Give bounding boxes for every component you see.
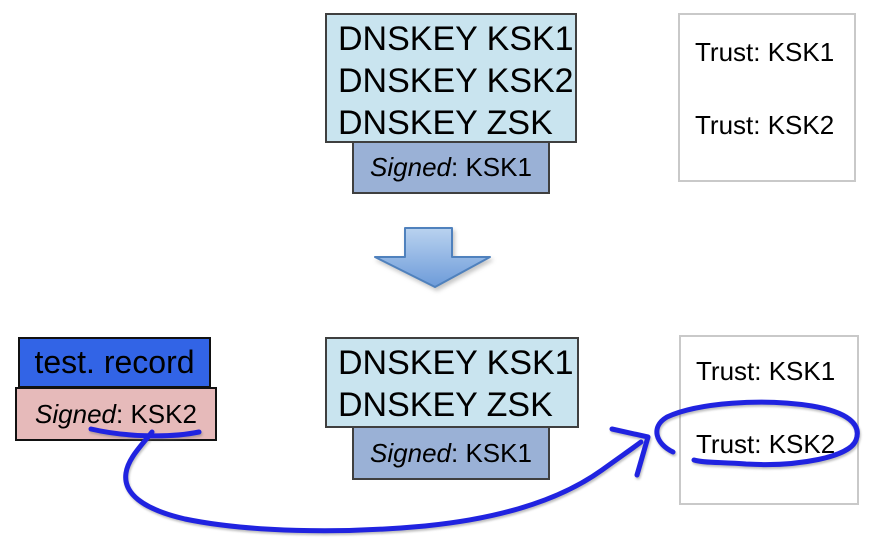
top-signed-box: Signed: KSK1 (352, 141, 550, 194)
record-label: test. record (34, 344, 195, 380)
dnskey-line: DNSKEY KSK1 (338, 20, 574, 58)
signed-label-value: : KSK2 (116, 398, 197, 429)
record-signed-box: Signed: KSK2 (15, 387, 217, 441)
top-dnskey-box: DNSKEY KSK1 DNSKEY KSK2 DNSKEY ZSK (325, 13, 577, 143)
dnskey-line: DNSKEY ZSK (338, 104, 553, 142)
signed-label-value: : KSK1 (451, 152, 532, 182)
top-trust-box: Trust: KSK1 Trust: KSK2 (678, 13, 856, 182)
signed-label-italic: Signed (35, 398, 117, 429)
trust-line-ksk1: Trust: KSK1 (695, 37, 835, 67)
trust-line-ksk2: Trust: KSK2 (696, 429, 836, 459)
record-box: test. record (18, 337, 211, 388)
block-arrow-down-icon (374, 227, 491, 288)
bottom-trust-box: Trust: KSK1 Trust: KSK2 (679, 335, 859, 505)
bottom-dnskey-box: DNSKEY KSK1 DNSKEY ZSK (325, 337, 579, 428)
hand-drawn-arrowhead-icon (609, 426, 651, 478)
trust-line-ksk1: Trust: KSK1 (696, 356, 836, 386)
bottom-signed-box: Signed: KSK1 (352, 426, 550, 480)
trust-line-ksk2: Trust: KSK2 (695, 110, 835, 140)
signed-label-italic: Signed (370, 437, 452, 468)
signed-label-value: : KSK1 (451, 437, 532, 468)
dnskey-line: DNSKEY ZSK (338, 386, 553, 424)
signed-label-italic: Signed (370, 152, 452, 182)
dnskey-line: DNSKEY KSK2 (338, 62, 574, 100)
dnskey-line: DNSKEY KSK1 (338, 344, 574, 382)
